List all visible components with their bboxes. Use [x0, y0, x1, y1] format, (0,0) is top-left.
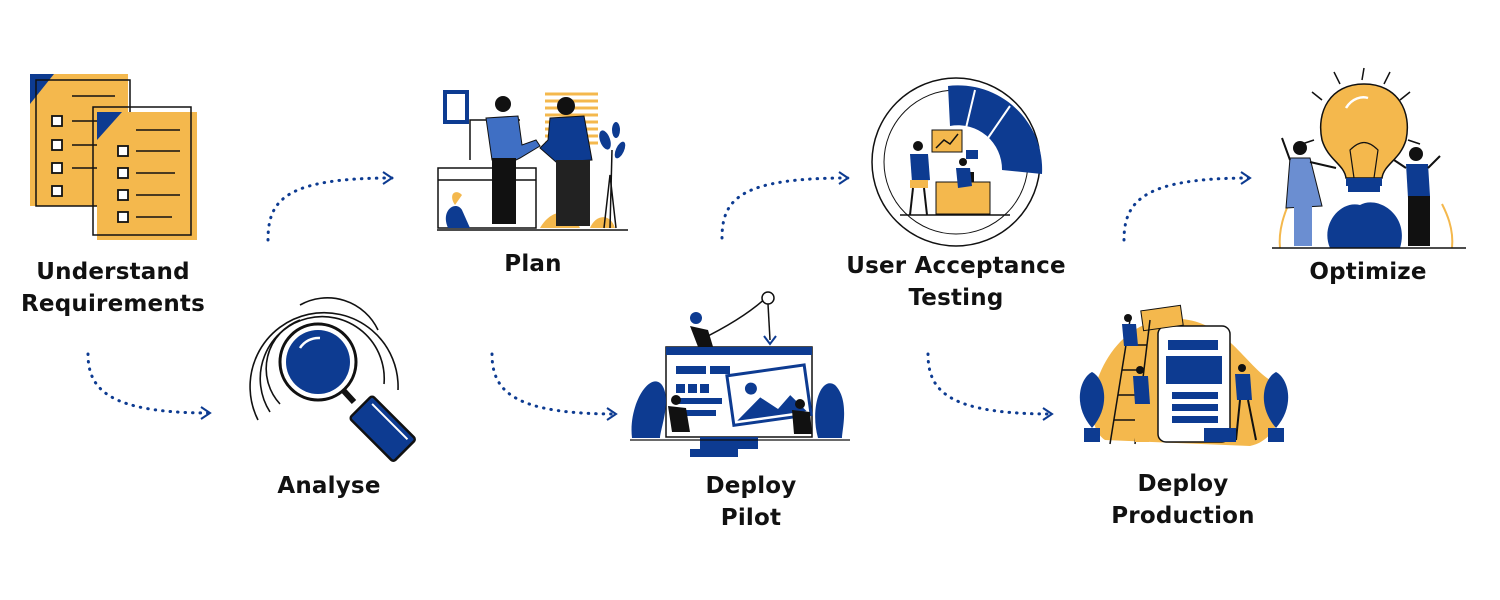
step-label-line: Analyse [277, 473, 381, 499]
step-label-line: Pilot [720, 505, 782, 531]
step-label-deploy-production: Deploy Production [1090, 468, 1276, 532]
step-label-plan: Plan [462, 248, 604, 280]
step-label-line: User Acceptance [846, 253, 1066, 279]
connector-arrows [86, 171, 1252, 421]
arrow-production-to-optimize [1122, 171, 1252, 242]
step-label-optimize: Optimize [1284, 256, 1452, 288]
step-label-line: Production [1111, 503, 1255, 529]
analytics-meeting-icon [871, 77, 1043, 247]
magnifier-icon [249, 297, 416, 462]
website-build-icon [630, 291, 850, 457]
step-label-analyse: Analyse [240, 470, 418, 502]
step-label-user-acceptance-testing: User Acceptance Testing [836, 250, 1076, 314]
step-label-line: Plan [504, 251, 562, 277]
lightbulb-idea-icon [1272, 67, 1466, 249]
step-label-deploy-pilot: Deploy Pilot [660, 470, 842, 534]
step-label-line: Understand [36, 259, 190, 285]
step-label-line: Requirements [21, 291, 205, 317]
step-label-line: Deploy [1137, 471, 1229, 497]
arrow-requirements-to-analyse [86, 352, 212, 420]
requirements-checklist-icon [30, 74, 197, 240]
arrow-plan-to-pilot [490, 352, 618, 421]
handshake-icon [437, 90, 628, 231]
arrow-uat-to-production [926, 352, 1054, 421]
arrow-pilot-to-uat [720, 171, 850, 240]
step-label-line: Testing [908, 285, 1004, 311]
step-label-understand-requirements: Understand Requirements [14, 256, 212, 320]
team-deploy-icon [1079, 304, 1289, 446]
step-label-line: Deploy [705, 473, 797, 499]
step-label-line: Optimize [1309, 259, 1427, 285]
arrow-analyse-to-plan [266, 171, 394, 242]
